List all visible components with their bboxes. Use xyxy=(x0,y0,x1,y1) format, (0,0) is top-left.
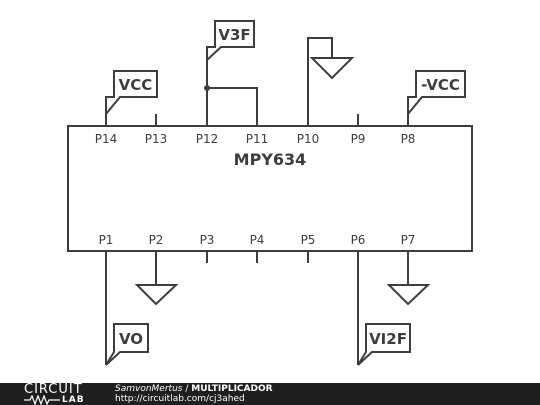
chip-body xyxy=(67,125,473,252)
resistor-icon xyxy=(24,395,60,405)
net-label-vcc: VCC xyxy=(119,76,153,94)
footer-info: SamvonMertus / MULTIPLICADOR http://circ… xyxy=(115,384,273,404)
schematic-diagram: MPY634 P14 P13 P12 P11 P10 P9 P8 P1 P2 P… xyxy=(67,20,473,366)
ground-symbol-p10 xyxy=(309,57,355,80)
pin-label-p1: P1 xyxy=(99,233,114,247)
pin-label-p3: P3 xyxy=(200,233,215,247)
net-flag-vo xyxy=(105,323,149,366)
author-name[interactable]: SamvonMertus xyxy=(115,384,183,394)
pin-label-p5: P5 xyxy=(301,233,316,247)
pin-label-p6: P6 xyxy=(351,233,366,247)
circuit-url[interactable]: http://circuitlab.com/cj3ahed xyxy=(115,394,245,404)
pin-label-p2: P2 xyxy=(149,233,164,247)
footer-credit-line: SamvonMertus / MULTIPLICADOR xyxy=(115,384,273,394)
net-label-vo: VO xyxy=(119,330,143,348)
ground-symbol-p7 xyxy=(386,284,431,306)
pin-label-p12: P12 xyxy=(196,132,219,146)
credit-separator: / xyxy=(182,384,192,394)
ground-symbol-p2 xyxy=(134,284,179,306)
wire-junction xyxy=(204,85,210,91)
pin-label-p11: P11 xyxy=(246,132,269,146)
pin-label-p8: P8 xyxy=(401,132,416,146)
pin-label-p14: P14 xyxy=(95,132,118,146)
net-flag-neg-vcc xyxy=(407,70,466,117)
net-label-vi2f: VI2F xyxy=(369,330,407,348)
wire-p12-p11 xyxy=(207,87,258,126)
logo-text-lab: LAB xyxy=(62,395,85,405)
pin-label-p7: P7 xyxy=(401,233,416,247)
net-flag-vi2f xyxy=(357,323,411,366)
pin-label-p10: P10 xyxy=(297,132,320,146)
footer-bar: CIRCUIT LAB SamvonMertus / MULTIPLICADOR… xyxy=(0,383,540,405)
wire-p10-ground xyxy=(307,37,333,126)
pin-label-p9: P9 xyxy=(351,132,366,146)
circuit-title[interactable]: MULTIPLICADOR xyxy=(191,384,273,394)
net-flag-v3f xyxy=(206,20,255,63)
pin-label-p4: P4 xyxy=(250,233,265,247)
circuitlab-logo: CIRCUIT LAB xyxy=(0,383,110,405)
pin-label-p13: P13 xyxy=(145,132,168,146)
chip-name: MPY634 xyxy=(234,150,307,169)
net-label-neg-vcc: -VCC xyxy=(421,76,460,94)
net-label-v3f: V3F xyxy=(218,26,250,44)
logo-text-circuit: CIRCUIT xyxy=(24,382,83,397)
net-flag-vcc xyxy=(105,70,158,117)
